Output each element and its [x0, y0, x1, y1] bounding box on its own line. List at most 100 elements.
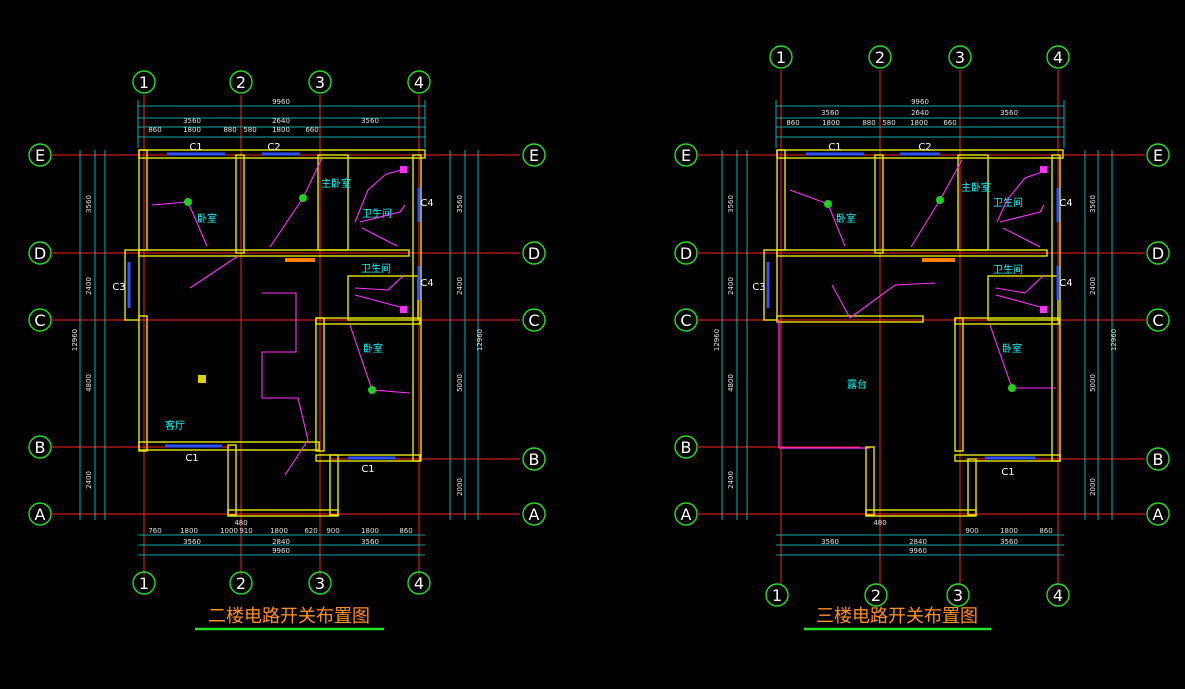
axis-bubble-right-top-1: 1: [769, 45, 793, 69]
window-label: C1: [361, 464, 374, 475]
wiring-left: [151, 157, 411, 476]
svg-text:1800: 1800: [1000, 527, 1018, 535]
svg-text:2: 2: [236, 574, 246, 593]
window-label: C4: [420, 198, 433, 209]
plan-right-title: 三楼电路开关布置图: [804, 606, 991, 631]
axis-bubble-right-B-l: B: [674, 435, 698, 459]
svg-text:9960: 9960: [909, 547, 927, 555]
svg-text:E: E: [35, 146, 45, 165]
svg-text:1800: 1800: [361, 527, 379, 535]
plan-right: 1 2 3 4 1 2 3 4 E D C B A E D C B A 9960…: [674, 45, 1170, 631]
axis-bubble-right-bottom-1: 1: [765, 583, 789, 607]
svg-text:1800: 1800: [180, 527, 198, 535]
axis-bubble-left-A-l: A: [28, 502, 52, 526]
room-label-bedroom: 卧室: [363, 342, 383, 355]
svg-text:3560: 3560: [1089, 195, 1097, 213]
svg-text:D: D: [34, 244, 46, 263]
axis-bubble-right-C-l: C: [674, 308, 698, 332]
svg-text:2640: 2640: [911, 109, 929, 117]
svg-text:D: D: [528, 244, 540, 263]
axis-bubble-left-top-2: 2: [229, 70, 253, 94]
svg-text:1: 1: [139, 574, 149, 593]
svg-text:580: 580: [882, 119, 895, 127]
window-label: C2: [918, 142, 931, 153]
svg-text:2000: 2000: [1089, 478, 1097, 496]
window-label: C4: [1059, 278, 1072, 289]
svg-text:620: 620: [304, 527, 317, 535]
svg-text:2400: 2400: [727, 277, 735, 295]
dimensions-bottom-right: 900 1800 860 3560 2840 3560 9960 480: [776, 519, 1064, 556]
svg-text:A: A: [1153, 505, 1164, 524]
svg-text:1000: 1000: [220, 527, 238, 535]
svg-text:3560: 3560: [1000, 109, 1018, 117]
axis-bubble-left-D-l: D: [28, 241, 52, 265]
room-label-bathroom: 卫生间: [993, 263, 1023, 276]
axis-bubble-left-C-r: C: [522, 308, 546, 332]
wiring-right: [789, 159, 1056, 392]
axis-bubble-left-D-r: D: [522, 241, 546, 265]
svg-text:2840: 2840: [272, 538, 290, 546]
svg-text:3560: 3560: [1000, 538, 1018, 546]
axis-bubble-left-bottom-2: 2: [229, 571, 253, 595]
svg-text:C: C: [34, 311, 45, 330]
axis-bubble-right-bottom-4: 4: [1046, 583, 1070, 607]
svg-text:E: E: [529, 146, 539, 165]
svg-text:2840: 2840: [909, 538, 927, 546]
svg-text:3560: 3560: [183, 538, 201, 546]
svg-text:4800: 4800: [727, 374, 735, 392]
svg-text:1800: 1800: [822, 119, 840, 127]
svg-text:2400: 2400: [85, 471, 93, 489]
svg-text:880: 880: [862, 119, 875, 127]
window-label: C1: [828, 142, 841, 153]
dimensions-side-left: 3560 2400 4800 12960 2400 3560 2400 5000…: [71, 150, 484, 520]
svg-text:3: 3: [315, 574, 325, 593]
walls-left: [124, 149, 426, 517]
svg-text:D: D: [680, 244, 692, 263]
svg-text:3560: 3560: [361, 117, 379, 125]
window-label: C3: [112, 282, 125, 293]
svg-text:480: 480: [234, 519, 247, 527]
svg-text:12960: 12960: [1110, 329, 1118, 351]
dimensions-top-right: 9960 3560 2640 3560 860 1800 880 580 180…: [775, 98, 1065, 148]
dimensions-bottom-left: 760 1800 1000 910 1800 620 900 1800 860 …: [138, 519, 425, 556]
drawing-title: 二楼电路开关布置图: [208, 606, 370, 627]
svg-text:2400: 2400: [85, 277, 93, 295]
axis-bubble-left-E-r: E: [522, 143, 546, 167]
room-labels-right: 卧室 主卧室 卫生间 卫生间 卧室 露台: [836, 181, 1023, 391]
svg-text:A: A: [681, 505, 692, 524]
window-label: C1: [185, 453, 198, 464]
axis-bubble-right-A-r: A: [1146, 502, 1170, 526]
walls-right: [763, 149, 1064, 517]
svg-text:760: 760: [148, 527, 161, 535]
svg-text:3560: 3560: [183, 117, 201, 125]
windows-left: C1 C2 C4 C3 C4 C1 C1: [112, 142, 433, 475]
svg-text:B: B: [1153, 450, 1164, 469]
window-label: C4: [420, 278, 433, 289]
svg-text:2: 2: [871, 586, 881, 605]
axis-bubble-right-E-r: E: [1146, 143, 1170, 167]
svg-text:3: 3: [315, 73, 325, 92]
svg-text:C: C: [680, 311, 691, 330]
drawing-title: 三楼电路开关布置图: [816, 606, 978, 627]
svg-text:4800: 4800: [85, 374, 93, 392]
window-label: C4: [1059, 198, 1072, 209]
svg-text:2400: 2400: [456, 277, 464, 295]
svg-text:1: 1: [139, 73, 149, 92]
svg-text:660: 660: [305, 126, 318, 134]
svg-text:B: B: [35, 438, 46, 457]
svg-text:660: 660: [943, 119, 956, 127]
svg-text:3560: 3560: [727, 195, 735, 213]
svg-text:5000: 5000: [456, 374, 464, 392]
svg-text:880: 880: [223, 126, 236, 134]
svg-text:C: C: [528, 311, 539, 330]
svg-text:4: 4: [1053, 586, 1063, 605]
axis-bubble-left-A-r: A: [522, 502, 546, 526]
room-label-bathroom: 卫生间: [993, 196, 1023, 209]
axis-bubble-left-bottom-4: 4: [407, 571, 431, 595]
axis-bubble-left-C-l: C: [28, 308, 52, 332]
axis-bubble-right-E-l: E: [674, 143, 698, 167]
axis-bubble-left-B-l: B: [28, 435, 52, 459]
svg-text:2: 2: [875, 48, 885, 67]
